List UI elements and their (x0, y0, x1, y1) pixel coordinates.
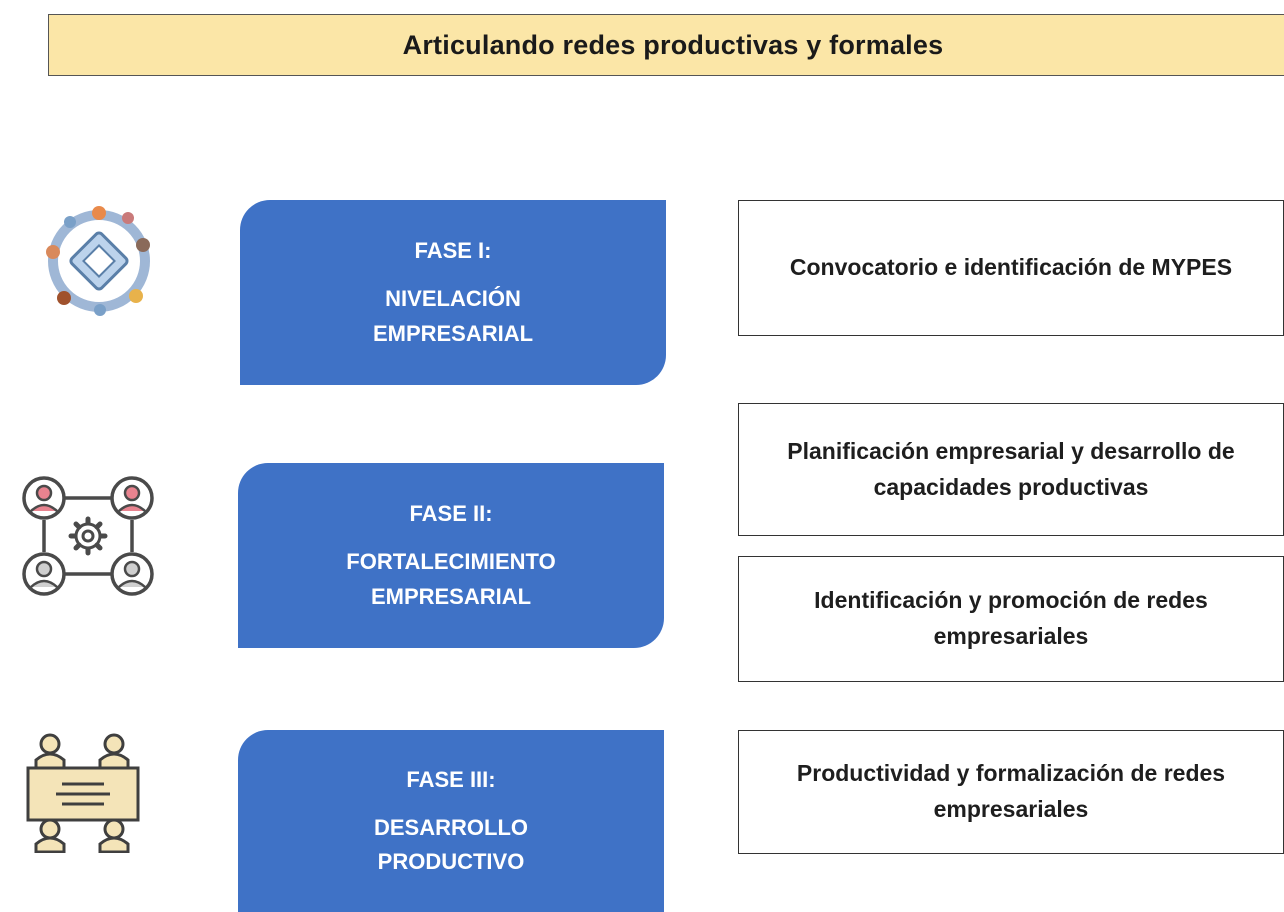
gear-icon (68, 516, 108, 556)
step-1-box: Convocatorio e identificación de MYPES (738, 200, 1284, 336)
network-icon (46, 206, 150, 316)
phase-3-box: FASE III: DESARROLLO PRODUCTIVO (238, 730, 664, 912)
phase-1-line1: NIVELACIÓN (385, 286, 521, 312)
step-3-text: Identificación y promoción de redes empr… (814, 587, 1208, 649)
title-banner: Articulando redes productivas y formales (48, 14, 1284, 76)
phase-2-line1: FORTALECIMIENTO (346, 549, 556, 575)
diagram-title: Articulando redes productivas y formales (402, 29, 944, 60)
step-2-box: Planificación empresarial y desarrollo d… (738, 403, 1284, 536)
phase-3-line1: DESARROLLO (374, 814, 528, 840)
team-gear-icon (22, 476, 154, 596)
phase-1-box: FASE I: NIVELACIÓN EMPRESARIAL (240, 200, 666, 385)
step-3-box: Identificación y promoción de redes empr… (738, 556, 1284, 682)
phase-2-label: FASE II: (409, 501, 493, 527)
phase-2-line2: EMPRESARIAL (370, 583, 532, 609)
phase-2-box: FASE II: FORTALECIMIENTO EMPRESARIAL (238, 463, 664, 648)
phase-3-label: FASE III: (406, 766, 496, 792)
phase-1-line2: EMPRESARIAL (372, 320, 534, 346)
step-2-text: Planificación empresarial y desarrollo d… (787, 437, 1235, 500)
step-4-box: Productividad y formalización de redes e… (738, 730, 1284, 854)
step-1-text: Convocatorio e identificación de MYPES (789, 254, 1233, 281)
phase-3-line2: PRODUCTIVO (377, 849, 525, 875)
meeting-table-icon (26, 733, 140, 853)
phase-1-label: FASE I: (414, 238, 492, 264)
step-4-text: Productividad y formalización de redes e… (796, 760, 1226, 822)
